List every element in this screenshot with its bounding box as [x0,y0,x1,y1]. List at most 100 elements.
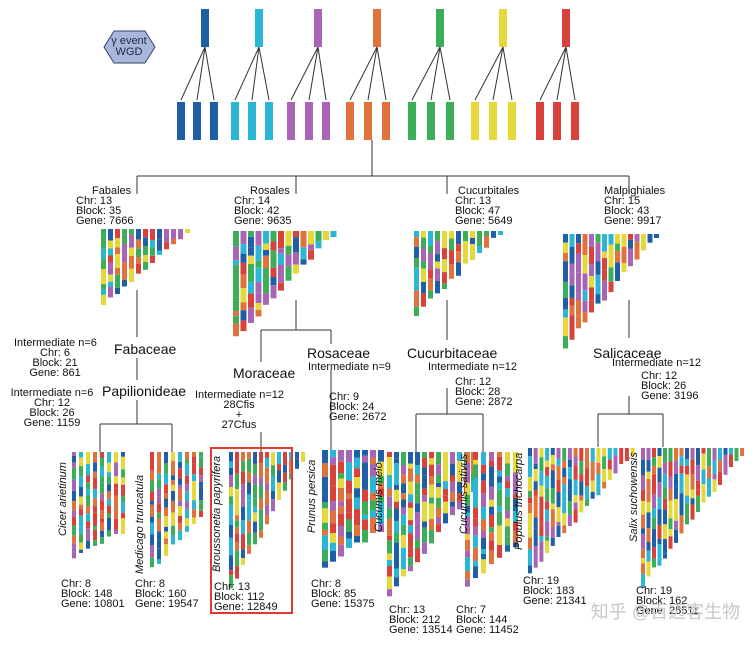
triplicated-chromosome [571,102,579,140]
synteny-block [657,456,662,468]
synteny-block [338,461,344,474]
synteny-block [114,495,118,508]
synteny-block [164,531,168,539]
synteny-block [72,525,76,532]
synteny-block [122,229,127,235]
synteny-block [481,493,486,508]
triplicated-chromosome [177,102,185,140]
intermediate-fabaceae-a: Intermediate n=6 Chr: 6 Block: 21 Gene: … [14,338,97,379]
species-name-cucumis-sativus: Cucumis sativus [458,453,470,534]
int-line: Gene: 2872 [455,396,513,408]
synteny-block [489,499,494,507]
sp-chr: Chr: 13 [389,604,426,616]
synteny-block [450,452,455,464]
synteny-block [641,563,645,575]
synteny-block [107,513,111,518]
synteny-block [663,524,667,540]
synteny-block [473,459,478,465]
synteny-block [457,468,462,482]
int-line: Chr: 12 [641,370,678,382]
triplicated-chromosome [446,102,454,140]
synteny-block [233,297,239,312]
synteny-block [449,250,454,265]
synteny-block [86,475,90,483]
synteny-block [277,470,281,483]
synteny-block [263,293,269,305]
synteny-block [79,457,83,467]
synteny-block [322,502,328,509]
sp-gene: Gene: 25511 [636,605,699,617]
synteny-block [150,229,155,240]
synteny-block [263,243,269,250]
sp-block: Block: 148 [61,588,113,600]
synteny-block [185,509,189,519]
synteny-block [240,320,247,332]
synteny-block [121,469,125,478]
synteny-block [401,452,406,466]
synteny-block [674,460,678,474]
synteny-block [387,529,392,536]
synteny-block [129,268,134,283]
synteny-block [150,557,154,568]
synteny-block [422,488,427,496]
synteny-block [338,544,344,557]
synteny-block [550,470,555,488]
synteny-block [450,501,455,507]
synteny-block [576,316,581,329]
synteny-block [473,507,478,519]
synteny-block [481,549,486,554]
synteny-block [550,538,555,546]
ancestral-chromosome [314,9,322,47]
synteny-block [652,448,656,458]
synteny-block [696,448,700,465]
synteny-block [322,535,328,551]
synteny-block [421,268,426,282]
synteny-block [101,235,106,249]
synteny-block [608,234,614,245]
intermediate-fabaceae-b: Intermediate n=6 Chr: 12 Block: 26 Gene:… [10,388,94,429]
synteny-block [481,507,486,520]
synteny-block [263,267,269,279]
synteny-block [338,473,344,479]
synteny-block [422,495,427,502]
synteny-block [491,231,496,238]
synteny-block [582,248,588,256]
synteny-block [576,253,581,273]
int-line: Chr: 12 [33,397,71,409]
synteny-block [443,495,448,502]
synteny-block [121,495,125,503]
synteny-block [590,461,595,471]
triplication-line [502,46,513,101]
synteny-block [701,453,706,470]
synteny-block [108,248,113,256]
synteny-block [143,255,148,262]
synteny-block [136,257,141,264]
synteny-block [573,448,578,457]
synteny-block [362,455,368,463]
synteny-block [679,493,684,516]
synteny-block [114,518,118,530]
synteny-block [473,472,478,479]
species-name-medicago: Medicago truncatula [134,474,146,574]
synteny-block [450,492,455,502]
synteny-block [450,463,455,476]
synteny-block [582,290,588,301]
synteny-block [322,550,328,562]
order-gene: Gene: 9917 [604,215,662,227]
synteny-block [72,452,76,456]
synteny-block [505,481,510,489]
synteny-block [362,489,368,502]
synteny-block [415,539,420,549]
synteny-block [422,521,427,528]
synteny-block [435,254,440,262]
synteny-block [100,500,104,511]
synteny-block [164,452,168,464]
ancestral-chromosome [201,9,209,47]
synteny-block [621,246,627,264]
synteny-block [607,459,612,470]
synteny-block [247,545,251,554]
triplicated-chromosome [427,102,435,140]
